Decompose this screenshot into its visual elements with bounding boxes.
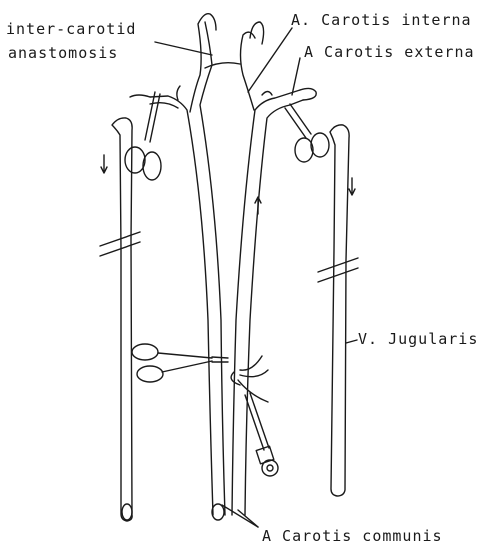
label-jugularis: V. Jugularis	[358, 330, 478, 348]
right-jugular-vein	[330, 125, 349, 496]
anastomosis-junction	[205, 63, 240, 68]
label-carotis-externa: A Carotis externa	[304, 43, 475, 61]
forceps-clamp-icon-right	[285, 104, 329, 162]
left-jugular-vein	[112, 118, 132, 521]
forceps-clamp-icon	[125, 92, 161, 180]
label-anastomosis: anastomosis	[8, 44, 118, 62]
right-carotid-artery	[232, 22, 316, 515]
hemostat-clamp-icon	[132, 344, 228, 382]
label-inter-carotid: inter-carotid	[6, 20, 136, 38]
cannula-icon	[245, 393, 278, 476]
flow-arrow-icon	[101, 155, 355, 214]
label-carotis-interna: A. Carotis interna	[291, 11, 472, 29]
label-carotis-communis: A Carotis communis	[262, 527, 443, 545]
cut-marks	[100, 232, 358, 282]
ligature-icon	[231, 356, 268, 402]
left-carotid-artery	[130, 14, 225, 520]
